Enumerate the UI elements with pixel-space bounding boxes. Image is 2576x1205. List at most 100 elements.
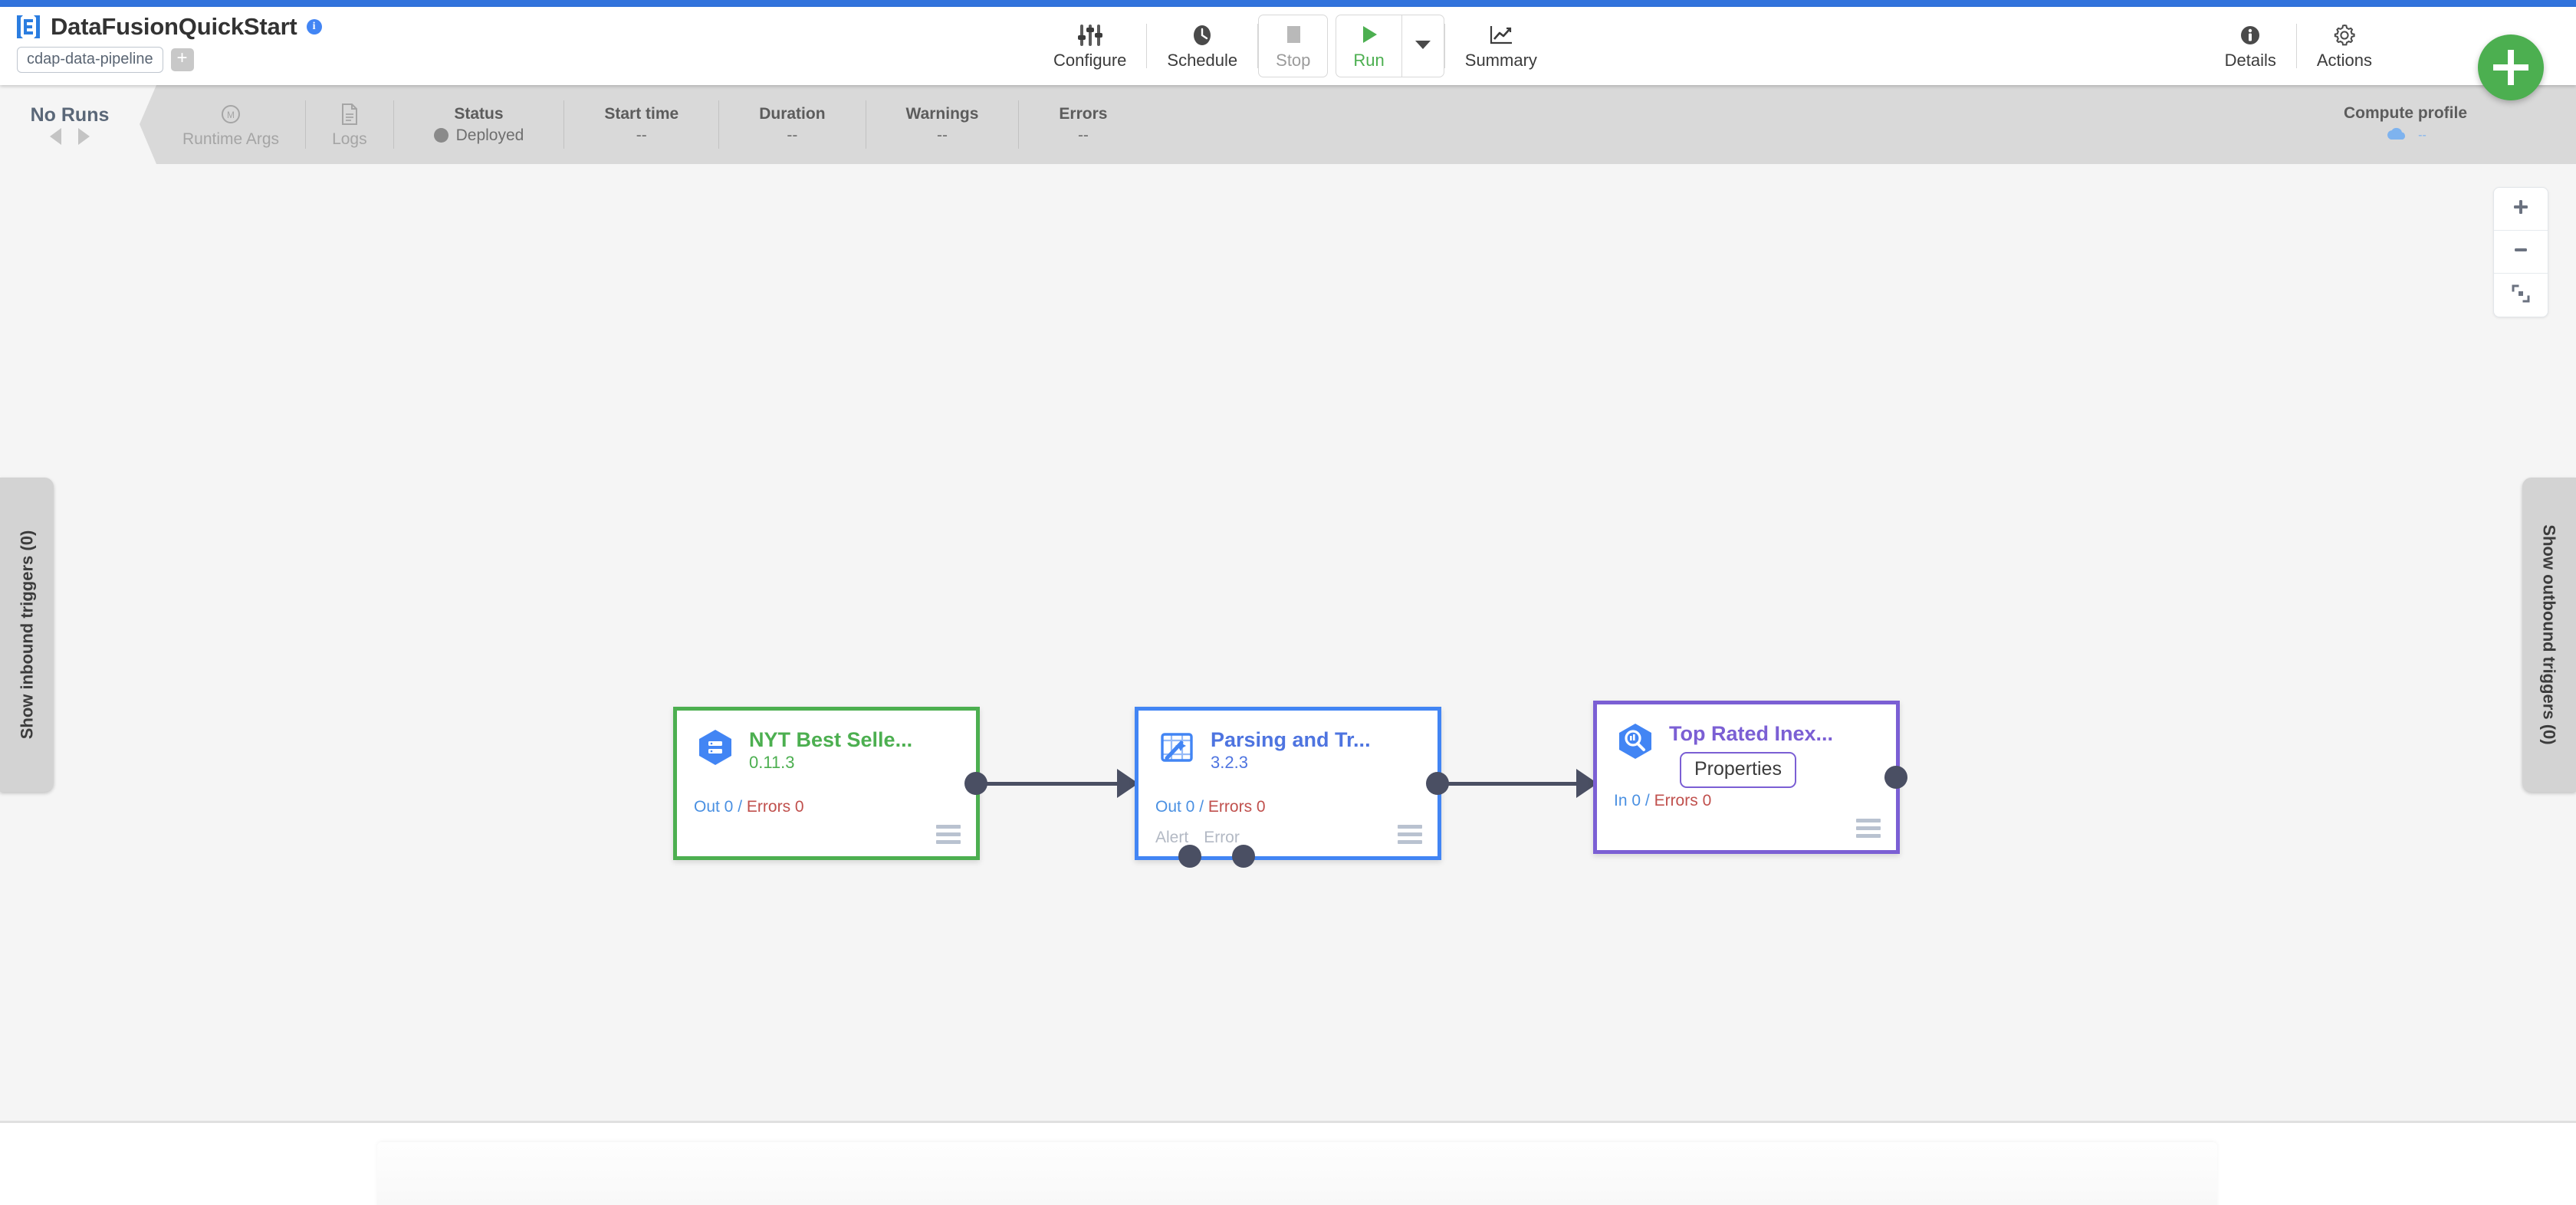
pipeline-node-source[interactable]: NYT Best Selle... 0.11.3 Out 0 / Errors … <box>673 707 987 860</box>
warnings-header: Warnings <box>905 104 979 123</box>
compute-profile[interactable]: Compute profile -- <box>2344 85 2467 164</box>
top-accent-strip <box>0 0 2576 7</box>
node-menu-button[interactable] <box>936 825 961 844</box>
node-properties-tooltip[interactable]: Properties <box>1680 752 1796 788</box>
pipeline-canvas[interactable]: Show inbound triggers (0) Show outbound … <box>0 164 2576 1123</box>
status-badge-dot <box>433 128 449 143</box>
node-text: Parsing and Tr... 3.2.3 <box>1211 726 1371 773</box>
node-alert-port[interactable] <box>1178 845 1201 868</box>
node-header: NYT Best Selle... 0.11.3 <box>677 711 976 773</box>
details-label: Details <box>2224 50 2276 70</box>
triangle-right-icon[interactable] <box>78 128 90 145</box>
schedule-label: Schedule <box>1167 50 1238 70</box>
cdap-logo-icon <box>15 14 41 40</box>
caret-down-icon <box>1414 39 1431 54</box>
actions-button[interactable]: Actions <box>2297 7 2392 85</box>
minus-icon <box>2512 241 2530 263</box>
duration-metric: Duration -- <box>719 85 865 164</box>
stop-label: Stop <box>1276 50 1311 70</box>
add-tag-button[interactable]: + <box>170 48 194 71</box>
line-chart-icon <box>1488 22 1514 48</box>
wrangler-magic-wand-icon <box>1155 726 1198 769</box>
info-icon[interactable]: i <box>306 19 322 34</box>
add-plugin-fab[interactable] <box>2478 34 2544 100</box>
node-error-port[interactable] <box>1232 845 1255 868</box>
header-left-block: DataFusionQuickStart i cdap-data-pipelin… <box>15 10 322 73</box>
header-title-row: DataFusionQuickStart i <box>15 10 322 44</box>
warnings-metric: Warnings -- <box>866 85 1019 164</box>
pipeline-node-sink[interactable]: Top Rated Inex... Properties In 0 / Erro… <box>1593 701 1907 854</box>
node-metrics-separator: / <box>1644 792 1650 809</box>
toolbar-divider <box>1328 24 1336 68</box>
run-button[interactable]: Run <box>1336 15 1401 77</box>
compute-profile-value-row: -- <box>2384 126 2426 146</box>
run-label: Run <box>1353 50 1385 70</box>
run-statusbar: No Runs M Runtime Args <box>0 85 2576 164</box>
node-menu-button[interactable] <box>1398 825 1422 844</box>
bottom-panel-area <box>0 1125 2576 1205</box>
status-metric: Status Deployed <box>394 85 564 164</box>
configure-label: Configure <box>1053 50 1127 70</box>
runtime-args-button[interactable]: M Runtime Args <box>156 85 305 164</box>
stop-button-box[interactable]: Stop <box>1258 15 1329 77</box>
node-name: Top Rated Inex... <box>1669 722 1834 745</box>
node-output-port[interactable] <box>1884 766 1907 789</box>
summary-button[interactable]: Summary <box>1445 7 1557 85</box>
plus-icon <box>2512 198 2530 220</box>
start-time-header: Start time <box>604 104 679 123</box>
header-meta-row: cdap-data-pipeline + <box>17 47 322 73</box>
logs-label: Logs <box>332 130 367 148</box>
node-name: Parsing and Tr... <box>1211 728 1371 751</box>
node-metrics: In 0 / Errors 0 <box>1614 792 1711 810</box>
actions-label: Actions <box>2316 50 2372 70</box>
node-menu-button[interactable] <box>1856 819 1881 838</box>
plus-icon-vertical <box>2508 50 2514 85</box>
node-output-port[interactable] <box>964 772 987 795</box>
node-out-count: Out 0 <box>694 798 734 816</box>
outbound-triggers-tab[interactable]: Show outbound triggers (0) <box>2522 478 2576 792</box>
toolbar-divider <box>1146 24 1148 68</box>
triangle-left-icon[interactable] <box>50 128 61 145</box>
toolbar-divider <box>1257 24 1259 68</box>
outbound-triggers-label: Show outbound triggers (0) <box>2540 524 2560 745</box>
macro-m-icon: M <box>219 101 243 127</box>
runs-tab-label: No Runs <box>30 104 110 126</box>
zoom-in-button[interactable] <box>2494 188 2548 231</box>
runs-tab[interactable]: No Runs <box>0 85 140 164</box>
canvas-zoom-controls <box>2493 187 2548 317</box>
compute-profile-header: Compute profile <box>2344 103 2467 122</box>
svg-text:M: M <box>227 110 235 120</box>
node-version: 0.11.3 <box>749 753 795 772</box>
configure-button[interactable]: Configure <box>1033 7 1146 85</box>
duration-header: Duration <box>759 104 826 123</box>
errors-header: Errors <box>1059 104 1108 123</box>
warnings-value: -- <box>936 126 948 144</box>
connection-line <box>984 782 1123 786</box>
node-alert-port-label: Alert <box>1155 829 1189 846</box>
run-button-box[interactable]: Run <box>1336 15 1444 77</box>
node-output-port[interactable] <box>1426 772 1449 795</box>
compute-profile-value: -- <box>2418 129 2426 142</box>
schedule-button[interactable]: Schedule <box>1147 7 1257 85</box>
node-error-port-label: Error <box>1204 829 1240 846</box>
stop-square-icon <box>1282 22 1305 48</box>
details-button[interactable]: Details <box>2205 7 2296 85</box>
node-name: NYT Best Selle... <box>749 728 913 751</box>
zoom-out-button[interactable] <box>2494 231 2548 274</box>
run-options-caret[interactable] <box>1401 15 1444 77</box>
pipeline-header: DataFusionQuickStart i cdap-data-pipelin… <box>0 7 2576 85</box>
fit-to-screen-icon <box>2511 284 2531 307</box>
gear-icon <box>2331 22 2358 48</box>
bottom-drawer[interactable] <box>377 1142 2217 1205</box>
runs-tab-notch <box>140 85 156 164</box>
pipeline-node-transform[interactable]: Parsing and Tr... 3.2.3 Out 0 / Errors 0… <box>1135 707 1449 868</box>
stop-button[interactable]: Stop <box>1259 15 1327 77</box>
gcs-hexagon-database-icon <box>694 726 737 769</box>
start-time-metric: Start time -- <box>564 85 718 164</box>
inbound-triggers-tab[interactable]: Show inbound triggers (0) <box>0 478 54 792</box>
logs-button[interactable]: Logs <box>306 85 393 164</box>
runs-pager <box>50 128 90 145</box>
node-metrics-separator: / <box>1199 798 1204 816</box>
fit-to-screen-button[interactable] <box>2494 274 2548 317</box>
toolbar-divider <box>2295 24 2297 68</box>
